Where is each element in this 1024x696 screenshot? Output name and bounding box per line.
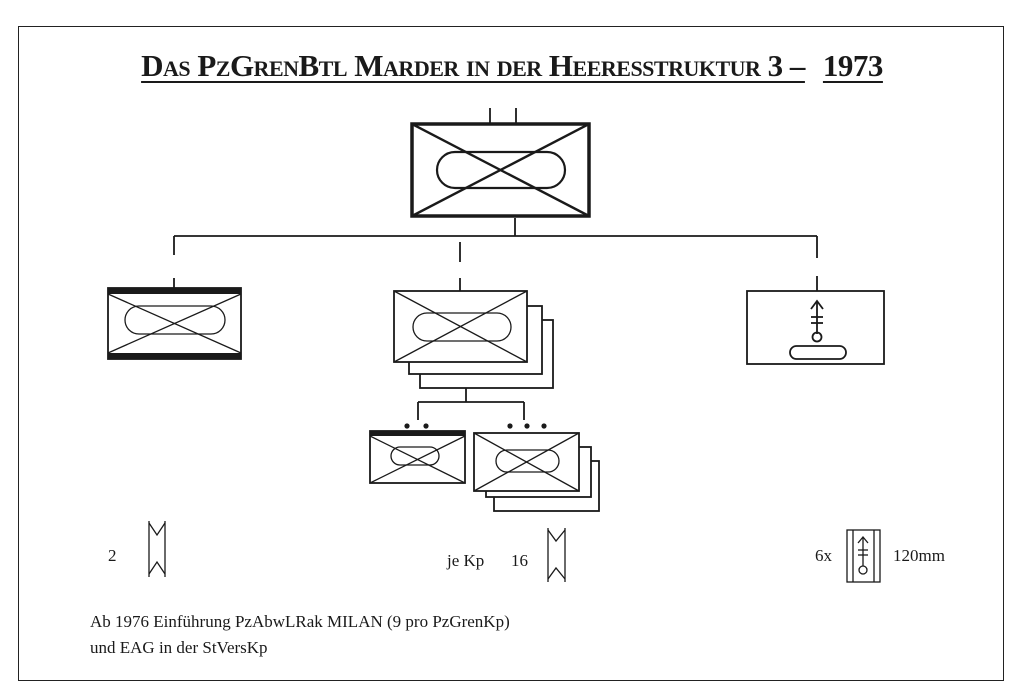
mortar-company-symbol <box>746 290 885 365</box>
mortar-count: 6x <box>815 546 832 565</box>
platoon-stack-symbol <box>473 423 600 512</box>
page-title: Das PzGrenBtl Marder in der Heeresstrukt… <box>0 48 1024 84</box>
staff-company-symbol <box>107 287 242 360</box>
note-line-2: und EAG in der StVersKp <box>90 638 268 657</box>
mortar-carrier-icon <box>846 529 881 583</box>
connector-lines <box>173 218 818 420</box>
per-company-label: je Kp <box>447 551 485 570</box>
diagram-frame <box>18 26 1004 681</box>
vehicle-icon-middle <box>547 528 566 582</box>
infantry-company-stack <box>393 290 554 389</box>
mortar-caliber: 120mm <box>893 546 945 565</box>
title-main: Das PzGrenBtl Marder in der Heeresstrukt… <box>141 48 805 83</box>
title-year: 1973 <box>822 48 884 83</box>
vehicle-count-left: 2 <box>108 546 117 565</box>
vehicle-count-middle: 16 <box>511 551 528 570</box>
vehicle-icon-left <box>148 521 166 577</box>
battalion-symbol <box>410 108 591 218</box>
note-line-1: Ab 1976 Einführung PzAbwLRak MILAN (9 pr… <box>90 612 510 631</box>
platoon-hq-symbol <box>369 423 466 484</box>
